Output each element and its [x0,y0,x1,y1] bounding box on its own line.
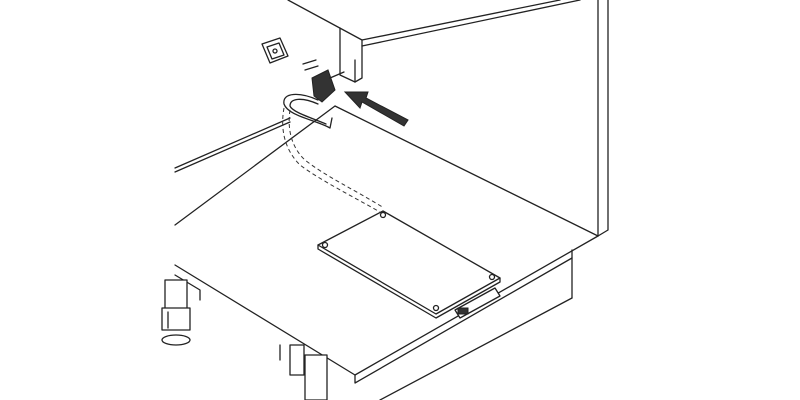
worktop [174,105,599,400]
wall-cabinet [287,0,581,83]
plug-icon [302,59,345,103]
arrow-icon [343,91,409,127]
wall-socket-icon [261,37,289,64]
cabinet-legs [161,274,328,400]
cover-plate [317,210,501,319]
cable [282,93,385,213]
side-panel [597,0,609,237]
